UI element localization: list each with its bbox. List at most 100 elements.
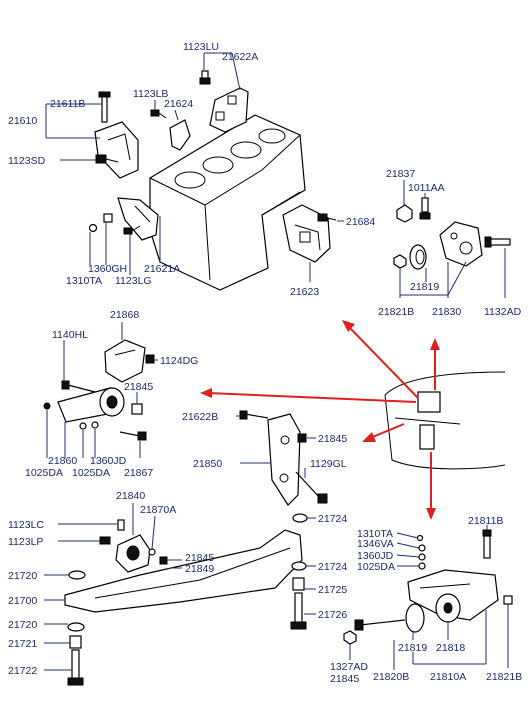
nut-21845-b: [297, 433, 307, 443]
label-21837: 21837: [386, 168, 415, 180]
washer-1360JD-mid: [91, 421, 99, 429]
washer-1360GH: [103, 213, 113, 223]
bushing-21819-br: [405, 603, 425, 633]
label-21840: 21840: [116, 490, 145, 502]
label-1123LC: 1123LC: [8, 519, 44, 531]
bracket-21624: [169, 119, 191, 151]
leader-lines: [44, 52, 509, 671]
label-1123LG: 1123LG: [115, 275, 152, 287]
mount-21868: [104, 339, 146, 383]
bolt-21867: [119, 431, 147, 441]
label-21830: 21830: [432, 306, 461, 318]
nut-1327AD: [343, 630, 357, 645]
label-1025DA-br: 1025DA: [357, 561, 395, 573]
label-21849: 21849: [185, 563, 214, 575]
label-21722: 21722: [8, 665, 37, 677]
bolt-1124DG: [145, 354, 155, 364]
bolt-1123LG: [123, 225, 141, 235]
bolt-1011AA: [419, 197, 431, 220]
nut-21821B-top: [393, 254, 407, 269]
label-1011AA: 1011AA: [408, 182, 445, 194]
label-21821B-br: 21821B: [486, 671, 522, 683]
label-1123LB: 1123LB: [133, 88, 168, 100]
bolt-1129GL: [295, 471, 328, 504]
bolt-1123LP: [99, 536, 111, 545]
nut-21821B-br: [503, 595, 513, 605]
mount-21840: [115, 534, 151, 573]
label-21622B: 21622B: [182, 411, 218, 423]
label-21867: 21867: [124, 467, 153, 479]
label-21850: 21850: [193, 458, 222, 470]
label-21610: 21610: [8, 115, 37, 127]
label-1132AD: 1132AD: [484, 306, 522, 318]
label-21623: 21623: [290, 286, 319, 298]
label-21819-br: 21819: [398, 642, 427, 654]
bushing-21724-b: [291, 561, 307, 571]
label-1123SD: 1123SD: [8, 155, 46, 167]
label-1360JD-mid: 1360JD: [90, 455, 127, 467]
bracket-21830: [439, 221, 483, 267]
label-21820B: 21820B: [373, 671, 409, 683]
bolt-1132AD: [484, 236, 511, 248]
bolt-21811B: [482, 529, 492, 559]
label-21700: 21700: [8, 595, 37, 607]
label-21622A: 21622A: [222, 51, 258, 63]
bushing-21720-a: [68, 570, 86, 580]
label-1327AD: 1327AD: [330, 661, 368, 673]
label-21819-top: 21819: [410, 281, 439, 293]
bushing-21860: [57, 387, 125, 423]
label-1129GL: 1129GL: [310, 458, 347, 470]
label-21845-a: 21845: [124, 381, 153, 393]
label-21845-c: 21845: [185, 552, 214, 564]
bolt-21726: [290, 592, 307, 630]
label-1124DG: 1124DG: [160, 355, 198, 367]
washer-1025DA-a: [43, 402, 51, 410]
nut-21837: [396, 204, 413, 223]
bolt-1123LC: [117, 519, 125, 531]
vehicle-body-view: [384, 371, 506, 470]
bolt-1123LB: [150, 109, 167, 119]
bolt-1123LU: [199, 70, 211, 85]
bolt-21722: [67, 649, 84, 686]
label-21868: 21868: [110, 309, 139, 321]
label-21724-a: 21724: [318, 513, 347, 525]
label-1123LU: 1123LU: [183, 41, 219, 53]
bushing-21819-top: [409, 244, 427, 270]
direction-arrows: [200, 320, 440, 520]
bracket-21621A: [117, 197, 159, 241]
label-1025DA-a: 1025DA: [25, 467, 63, 479]
label-21810A: 21810A: [430, 671, 466, 683]
label-1025DA-b: 1025DA: [72, 467, 110, 479]
bolt-21611B: [98, 91, 111, 123]
bolt-1123SD: [95, 154, 119, 164]
sleeve-21725: [292, 577, 305, 591]
label-1123LP: 1123LP: [8, 536, 43, 548]
bolt-21622B: [239, 410, 269, 420]
crossmember-21700: [64, 529, 303, 613]
label-1140HL: 1140HL: [52, 329, 88, 341]
label-21845-b: 21845: [318, 433, 347, 445]
label-1310TA-top: 1310TA: [66, 275, 102, 287]
label-21720-b: 21720: [8, 619, 37, 631]
nut-21845-c: [159, 556, 168, 565]
washer-1025DA-b: [79, 422, 87, 430]
label-1310TA-br: 1310TA: [357, 528, 393, 540]
label-21821B-top: 21821B: [378, 306, 414, 318]
part-labels: 1123LU 21622A 21611B 1123LB 21624 21610 …: [8, 41, 522, 685]
label-21621A: 21621A: [144, 263, 180, 275]
bolt-21820B: [354, 619, 406, 631]
label-21624: 21624: [164, 98, 193, 110]
label-21845-br: 21845: [330, 673, 359, 685]
label-21811B: 21811B: [468, 515, 503, 527]
engine-block: [149, 114, 306, 291]
label-21721: 21721: [8, 638, 37, 650]
sleeve-21721: [69, 635, 82, 649]
bushing-21818: [435, 593, 461, 623]
label-21720-a: 21720: [8, 570, 37, 582]
label-21726: 21726: [318, 609, 347, 621]
nut-21845-a: [131, 403, 143, 415]
washer-21870A: [148, 548, 156, 556]
label-21684: 21684: [346, 216, 375, 228]
mount-21610: [94, 121, 139, 179]
